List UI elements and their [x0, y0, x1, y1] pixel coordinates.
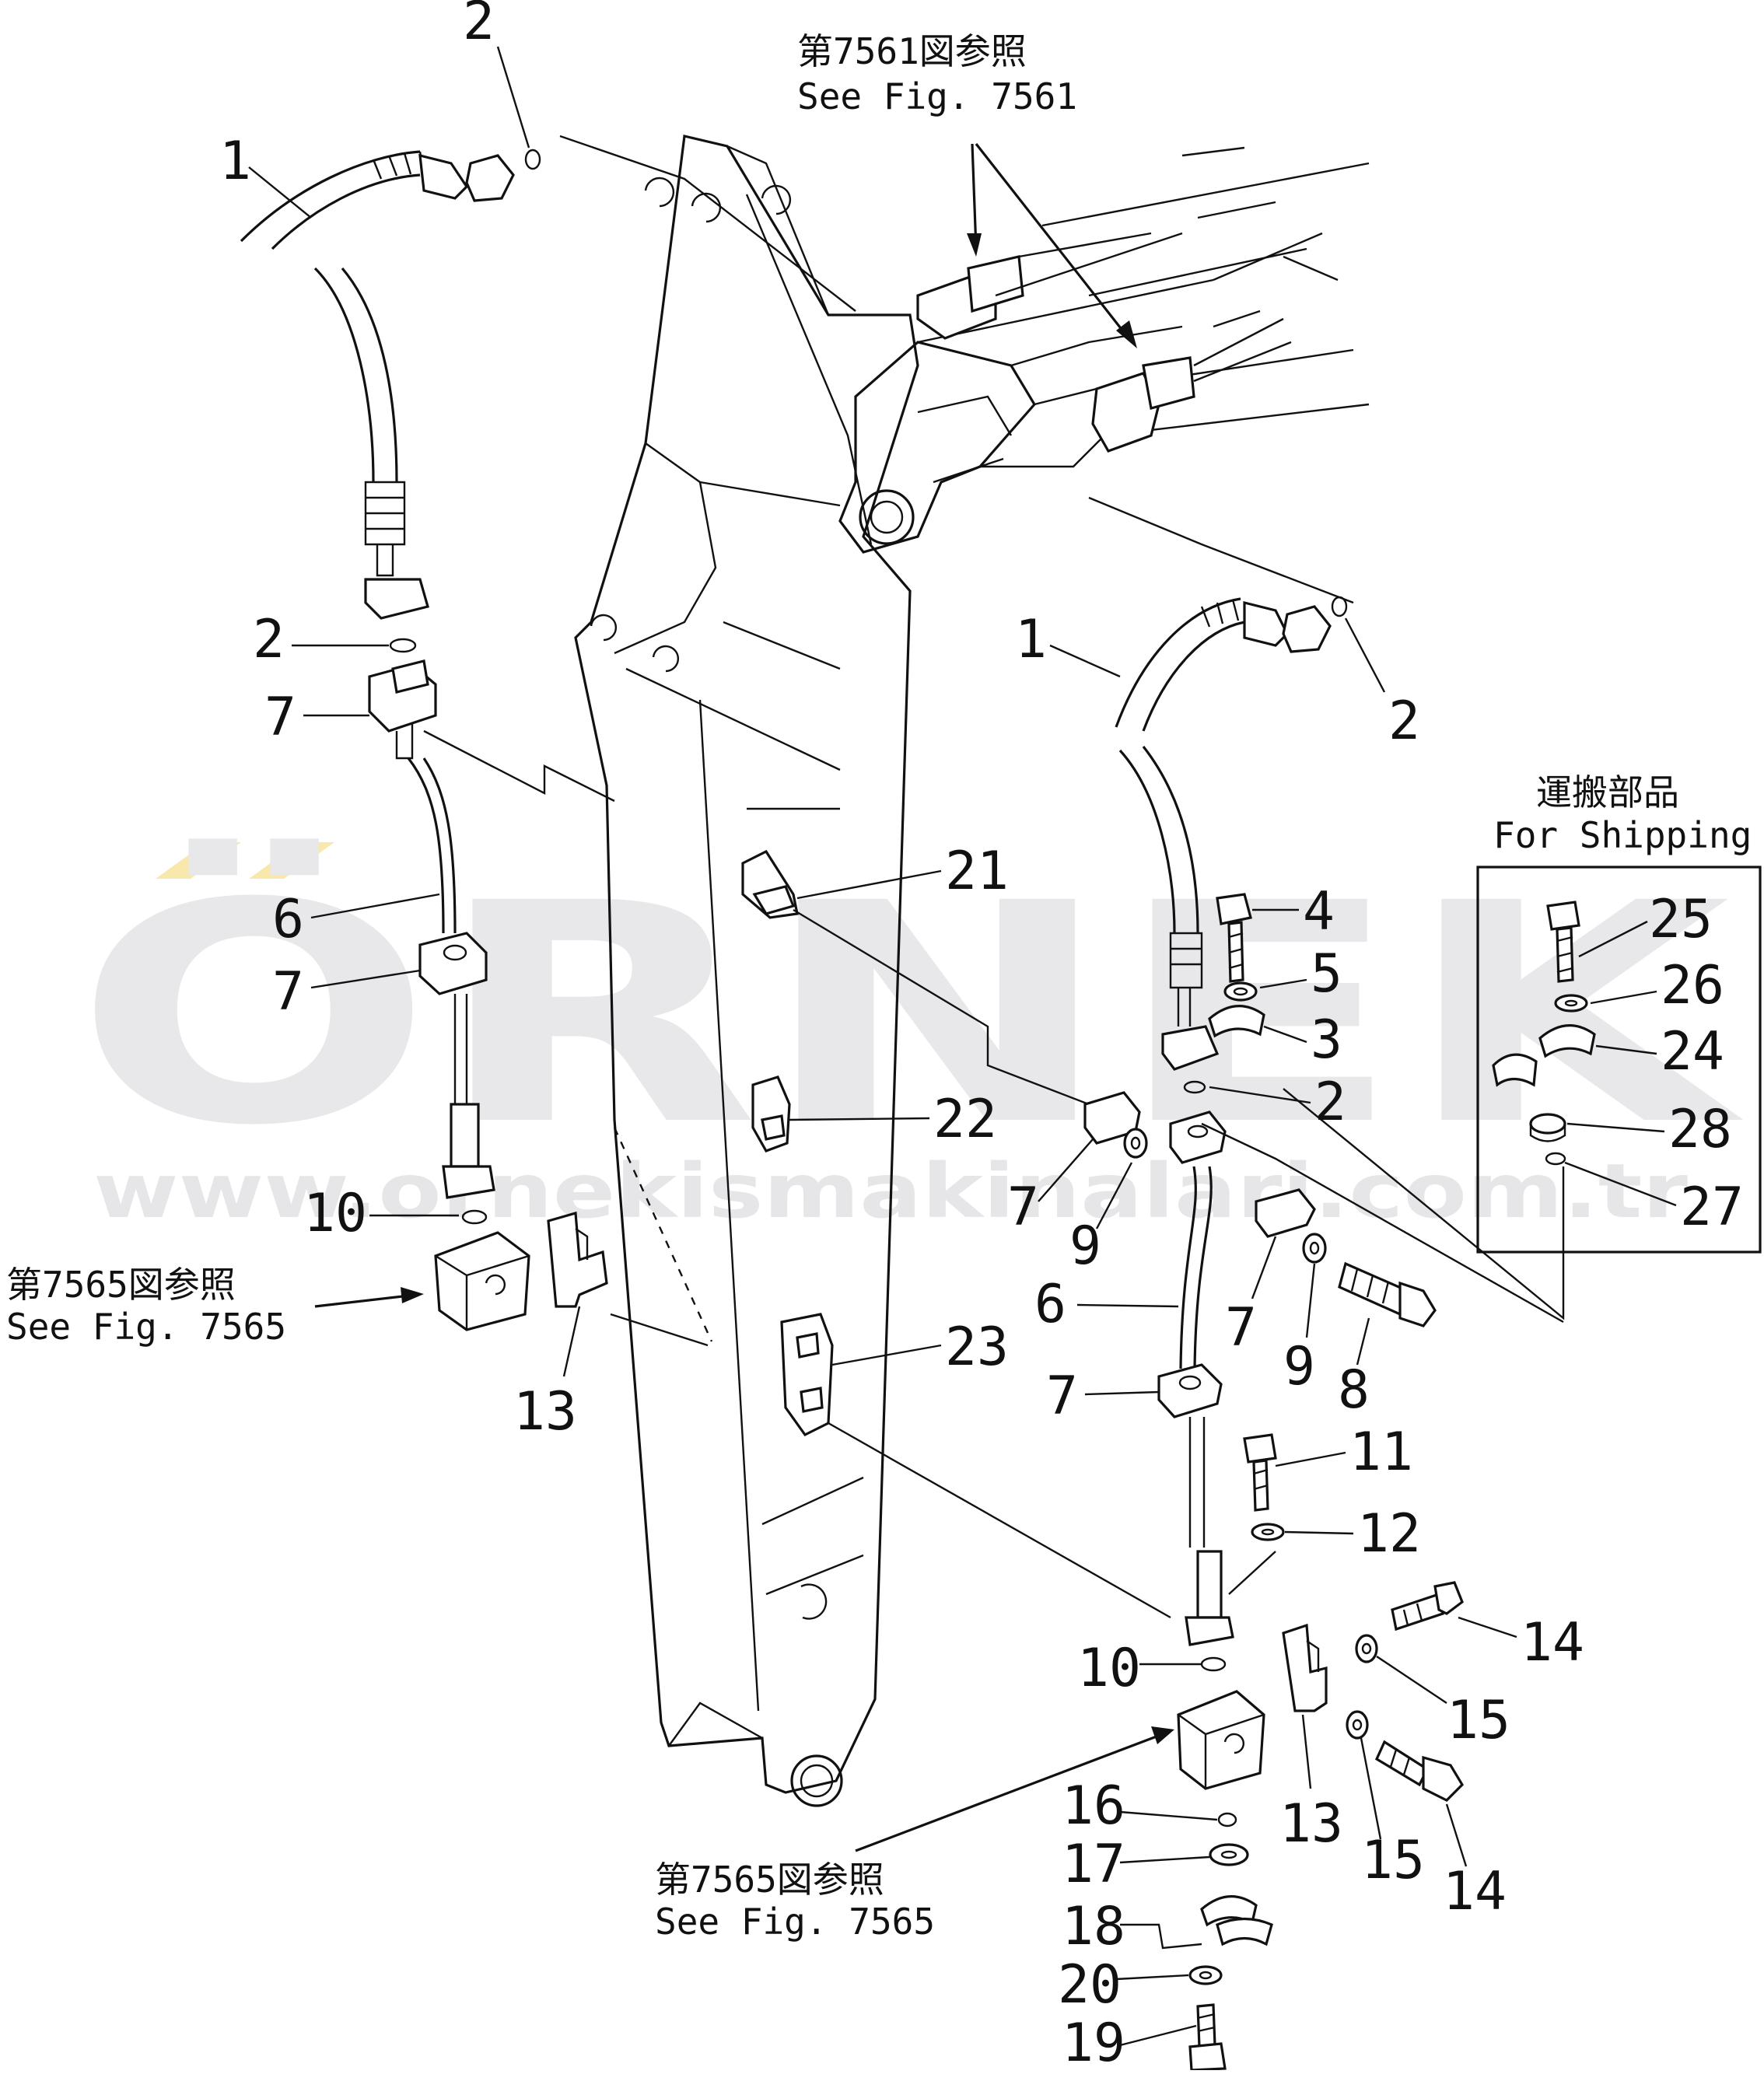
shipping-parts-box: 運搬部品 For Shipping 25 26 24 28 27	[1283, 771, 1762, 1320]
callout-2-top: 2	[463, 0, 495, 52]
callout-4: 4	[1303, 881, 1335, 943]
watermark-brand: ÖRNEK	[74, 835, 1746, 1191]
callout-8: 8	[1338, 1359, 1370, 1421]
reference-fig-7565-bottom: 第7565図参照 See Fig. 7565	[655, 1726, 1174, 1943]
callout-25: 25	[1649, 889, 1713, 950]
callout-7-left-a: 7	[264, 687, 296, 748]
callout-7-right-c: 7	[1046, 1366, 1078, 1427]
ref-7565-left-en: See Fig. 7565	[6, 1306, 286, 1348]
callout-9-right-a: 9	[1069, 1215, 1101, 1277]
ref-7565-left-jp: 第7565図参照	[6, 1264, 236, 1306]
mounting-plates	[741, 849, 1171, 1619]
callout-16: 16	[1062, 1775, 1125, 1837]
shipping-box-frame	[1476, 866, 1762, 1254]
callout-2-right-a: 2	[1388, 691, 1420, 752]
callout-7-right-b: 7	[1225, 1297, 1257, 1359]
right-hose-assembly	[1083, 496, 1564, 2072]
callout-12: 12	[1357, 1503, 1421, 1565]
callout-20: 20	[1058, 1954, 1122, 2016]
callout-14-a: 14	[1521, 1612, 1584, 1674]
callout-15-b: 15	[1361, 1830, 1425, 1891]
callout-22: 22	[933, 1089, 997, 1150]
callout-18: 18	[1062, 1896, 1125, 1957]
cylinder-port-fittings	[916, 232, 1292, 453]
callout-26: 26	[1661, 955, 1724, 1016]
callout-6-left: 6	[272, 889, 304, 950]
boom-arm	[574, 135, 1370, 1807]
shipping-en: For Shipping	[1493, 814, 1752, 856]
callout-7-left-b: 7	[272, 961, 304, 1023]
callout-11: 11	[1349, 1422, 1413, 1483]
callout-27: 27	[1680, 1177, 1744, 1238]
reference-fig-7561: 第7561図参照 See Fig. 7561	[797, 30, 1137, 348]
callout-10-right: 10	[1077, 1638, 1141, 1699]
callout-28: 28	[1668, 1099, 1732, 1160]
watermark: ÖRNEK www.ornekismakinalari.com.tr	[74, 835, 1746, 1235]
shipping-jp: 運搬部品	[1536, 771, 1679, 813]
callout-17: 17	[1062, 1834, 1125, 1895]
ref-7561-en: See Fig. 7561	[797, 75, 1077, 117]
callout-13-right: 13	[1279, 1793, 1343, 1855]
callout-9-right-b: 9	[1283, 1336, 1315, 1397]
callout-23: 23	[945, 1317, 1009, 1378]
callout-19: 19	[1062, 2013, 1125, 2070]
callout-10-left: 10	[303, 1183, 367, 1244]
callout-6-right: 6	[1034, 1274, 1066, 1335]
callout-21: 21	[945, 841, 1009, 902]
callout-14-b: 14	[1443, 1861, 1507, 1922]
ref-7565-bottom-en: See Fig. 7565	[655, 1901, 935, 1943]
callout-7-right-a: 7	[1007, 1177, 1039, 1238]
callout-2-right-b: 2	[1314, 1072, 1346, 1133]
callout-1-left: 1	[219, 131, 251, 192]
callout-3: 3	[1311, 1009, 1342, 1071]
callout-24: 24	[1661, 1021, 1724, 1082]
center-callouts: 21 22 23	[789, 841, 1009, 1378]
left-callouts: 2 1 2 7 6 7 10 13	[219, 0, 581, 1443]
callout-5: 5	[1311, 943, 1342, 1005]
left-hose-assembly	[240, 135, 856, 1347]
callout-15-a: 15	[1447, 1690, 1510, 1751]
ref-7565-bottom-jp: 第7565図参照	[655, 1859, 884, 1901]
reference-fig-7565-left: 第7565図参照 See Fig. 7565	[6, 1264, 424, 1348]
ref-7561-jp: 第7561図参照	[797, 30, 1027, 72]
callout-13-left: 13	[513, 1381, 577, 1443]
right-callouts: 1 2 4 5 3 2 7 9 7 9 8 6 7 11 12 10 14 15	[1007, 609, 1584, 2074]
callout-2-left: 2	[253, 609, 285, 670]
callout-1-right: 1	[1015, 609, 1047, 670]
